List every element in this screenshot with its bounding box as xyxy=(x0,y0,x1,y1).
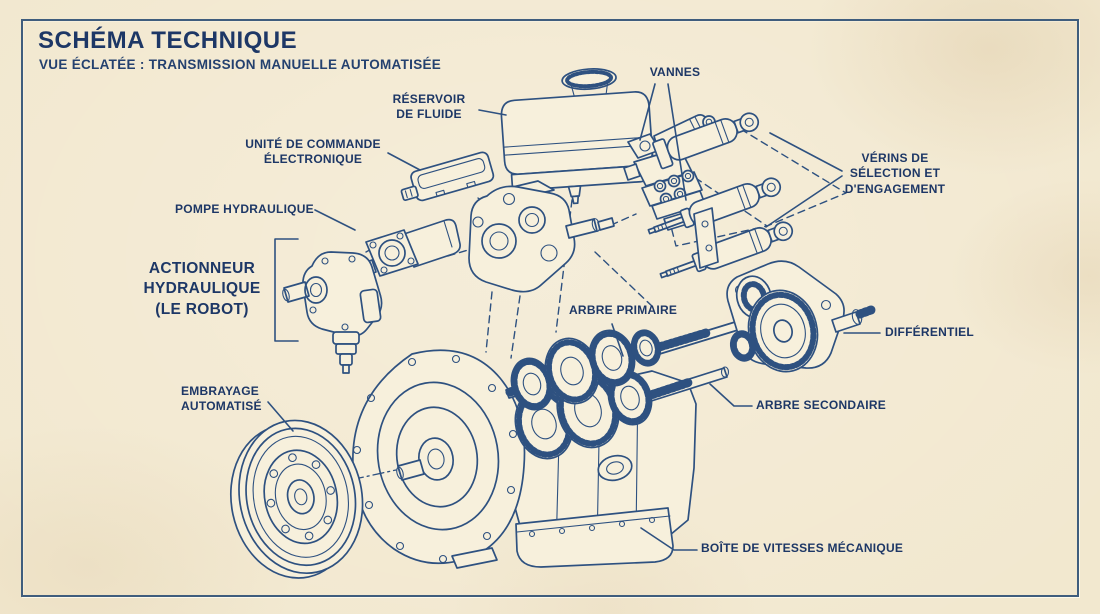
cylinders-drawing xyxy=(647,112,794,279)
differential-drawing xyxy=(726,260,876,373)
label-arbre-secondaire: ARBRE SECONDAIRE xyxy=(756,398,887,412)
label-verins-selection-engagement: VÉRINS DE SÉLECTION ET D'ENGAGEMENT xyxy=(844,151,946,196)
label-unite-de-commande-electronique: UNITÉ DE COMMANDE ÉLECTRONIQUE xyxy=(245,137,381,167)
fluid-reservoir-drawing xyxy=(500,68,654,208)
page-subtitle: VUE ÉCLATÉE : TRANSMISSION MANUELLE AUTO… xyxy=(39,57,442,72)
ecu-box-drawing xyxy=(400,151,495,202)
label-embrayage-automatise: EMBRAYAGE AUTOMATISÉ xyxy=(181,384,262,414)
label-reservoir-de-fluide: RÉSERVOIR DE FLUIDE xyxy=(392,92,466,122)
hydraulic-actuator-drawing xyxy=(282,251,383,374)
bell-housing-drawing xyxy=(352,349,526,569)
valves-assembly-drawing xyxy=(623,114,716,231)
leader-lines xyxy=(267,83,881,551)
label-vannes: VANNES xyxy=(649,65,701,79)
label-actionneur-hydraulique: ACTIONNEUR HYDRAULIQUE (LE ROBOT) xyxy=(143,260,261,318)
page-title: SCHÉMA TECHNIQUE xyxy=(38,27,298,54)
hydraulic-valve-body-drawing xyxy=(468,180,615,293)
label-arbre-primaire: ARBRE PRIMAIRE xyxy=(569,303,678,317)
actuator-bracket xyxy=(274,238,299,342)
label-pompe-hydraulique: POMPE HYDRAULIQUE xyxy=(175,202,314,216)
primary-shaft-drawing xyxy=(505,312,763,411)
label-differentiel: DIFFÉRENTIEL xyxy=(885,325,974,339)
label-boite-de-vitesses-mecanique: BOÎTE DE VITESSES MÉCANIQUE xyxy=(701,541,904,555)
clutch-disc-drawing xyxy=(229,419,364,579)
